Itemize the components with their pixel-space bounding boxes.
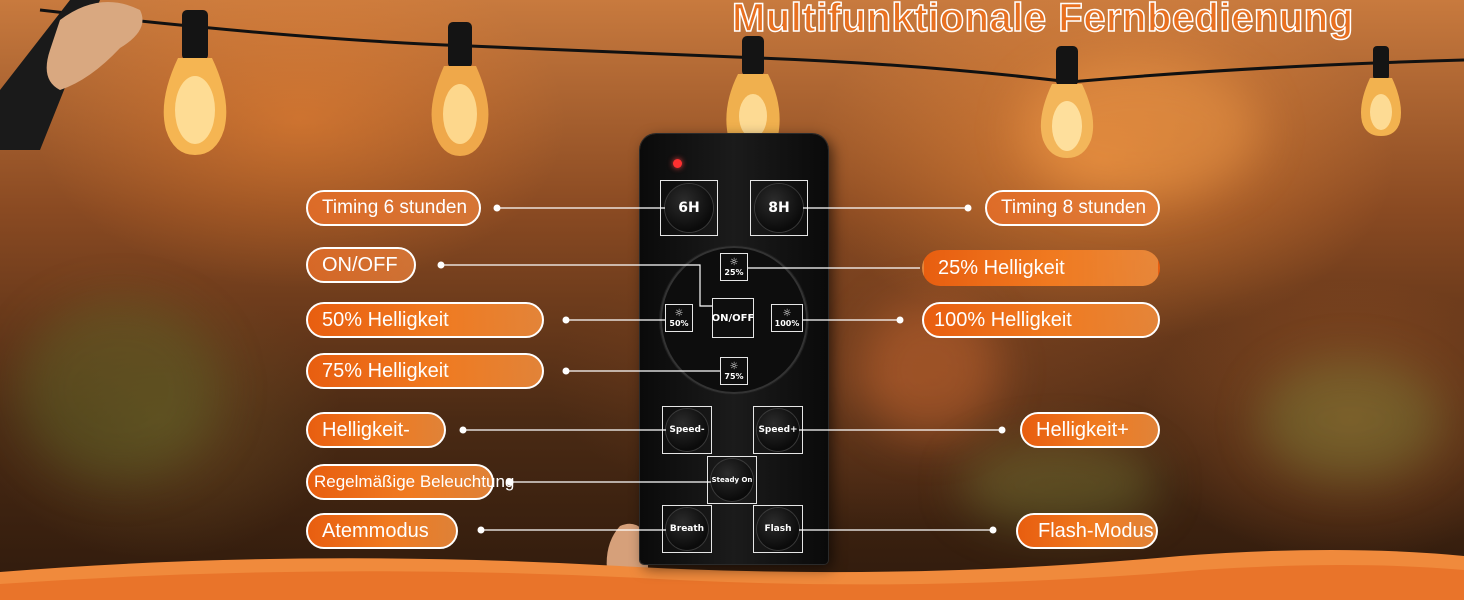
brightness-50-label: 50% xyxy=(669,318,689,328)
on-off-label: ON/OFF xyxy=(711,312,755,324)
steady-on-button[interactable]: Steady On xyxy=(711,459,753,501)
label-text: 100% Helligkeit xyxy=(934,308,1072,331)
sun-icon: ☼ xyxy=(782,307,792,319)
label-text: 50% Helligkeit xyxy=(322,308,449,331)
flash-button[interactable]: Flash xyxy=(757,508,799,550)
label-text: Helligkeit+ xyxy=(1036,418,1129,441)
label-brightness-minus: Helligkeit- xyxy=(306,412,446,448)
sun-icon: ☼ xyxy=(674,307,684,319)
label-breath-mode: Atemmodus xyxy=(306,513,458,549)
label-text: Timing 6 stunden xyxy=(322,197,468,218)
bulb-icon xyxy=(1040,46,1094,158)
timer-8h-button[interactable]: 8H xyxy=(755,184,803,232)
label-text: 75% Helligkeit xyxy=(322,359,449,382)
label-timing-6: Timing 6 stunden xyxy=(306,190,481,226)
brightness-100-label: 100% xyxy=(774,318,800,328)
breath-button[interactable]: Breath xyxy=(666,508,708,550)
page-title: Multifunktionale Fernbedienung xyxy=(731,0,1354,41)
brightness-25-button[interactable]: ☼ 25% xyxy=(720,253,748,281)
steady-on-label: Steady On xyxy=(711,476,753,484)
button-frame xyxy=(662,505,712,553)
label-text: Atemmodus xyxy=(322,519,429,542)
bokeh-light xyxy=(1260,360,1440,480)
label-text: Helligkeit- xyxy=(322,418,410,441)
bokeh-light xyxy=(20,300,220,480)
label-text: 25% Helligkeit xyxy=(938,256,1065,279)
bulb-icon xyxy=(431,22,489,156)
bulb-icon xyxy=(163,10,227,155)
brightness-75-label: 75% xyxy=(724,371,744,381)
speed-plus-button[interactable]: Speed+ xyxy=(757,409,799,451)
label-text: ON/OFF xyxy=(322,253,398,276)
sun-icon: ☼ xyxy=(729,360,739,372)
label-text: Timing 8 stunden xyxy=(1001,197,1147,218)
label-brightness-100: 100% Helligkeit xyxy=(922,302,1160,338)
sun-icon: ☼ xyxy=(729,256,739,268)
label-brightness-75: 75% Helligkeit xyxy=(306,353,544,389)
timer-8h-label: 8H xyxy=(768,200,790,216)
bulb-icon xyxy=(1361,46,1401,136)
brightness-25-label: 25% xyxy=(724,267,744,277)
hand-holding-controller xyxy=(0,0,143,150)
on-off-button[interactable]: ON/OFF xyxy=(712,298,754,338)
label-flash-mode: Flash-Modus xyxy=(1016,513,1158,549)
label-brightness-50: 50% Helligkeit xyxy=(306,302,544,338)
brightness-75-button[interactable]: ☼ 75% xyxy=(720,357,748,385)
button-frame xyxy=(753,505,803,553)
label-text: Flash-Modus xyxy=(1038,519,1154,542)
speed-minus-button[interactable]: Speed- xyxy=(666,409,708,451)
label-brightness-plus: Helligkeit+ xyxy=(1020,412,1160,448)
brightness-100-button[interactable]: ☼ 100% xyxy=(771,304,803,332)
label-brightness-25: 25% Helligkeit xyxy=(922,250,1160,286)
bulb-icon xyxy=(726,36,780,138)
breath-label: Breath xyxy=(669,524,705,534)
brightness-50-button[interactable]: ☼ 50% xyxy=(665,304,693,332)
label-timing-8: Timing 8 stunden xyxy=(985,190,1160,226)
indicator-led xyxy=(673,159,682,168)
label-regular-lighting: Regelmäßige Beleuchtung xyxy=(306,464,514,500)
label-on-off: ON/OFF xyxy=(306,247,416,283)
flash-label: Flash xyxy=(764,524,792,534)
speed-minus-label: Speed- xyxy=(669,425,705,435)
timer-6h-label: 6H xyxy=(678,200,700,216)
label-text: Regelmäßige Beleuchtung xyxy=(314,472,515,491)
speed-plus-label: Speed+ xyxy=(758,425,798,435)
timer-6h-button[interactable]: 6H xyxy=(665,184,713,232)
button-frame xyxy=(707,456,757,504)
